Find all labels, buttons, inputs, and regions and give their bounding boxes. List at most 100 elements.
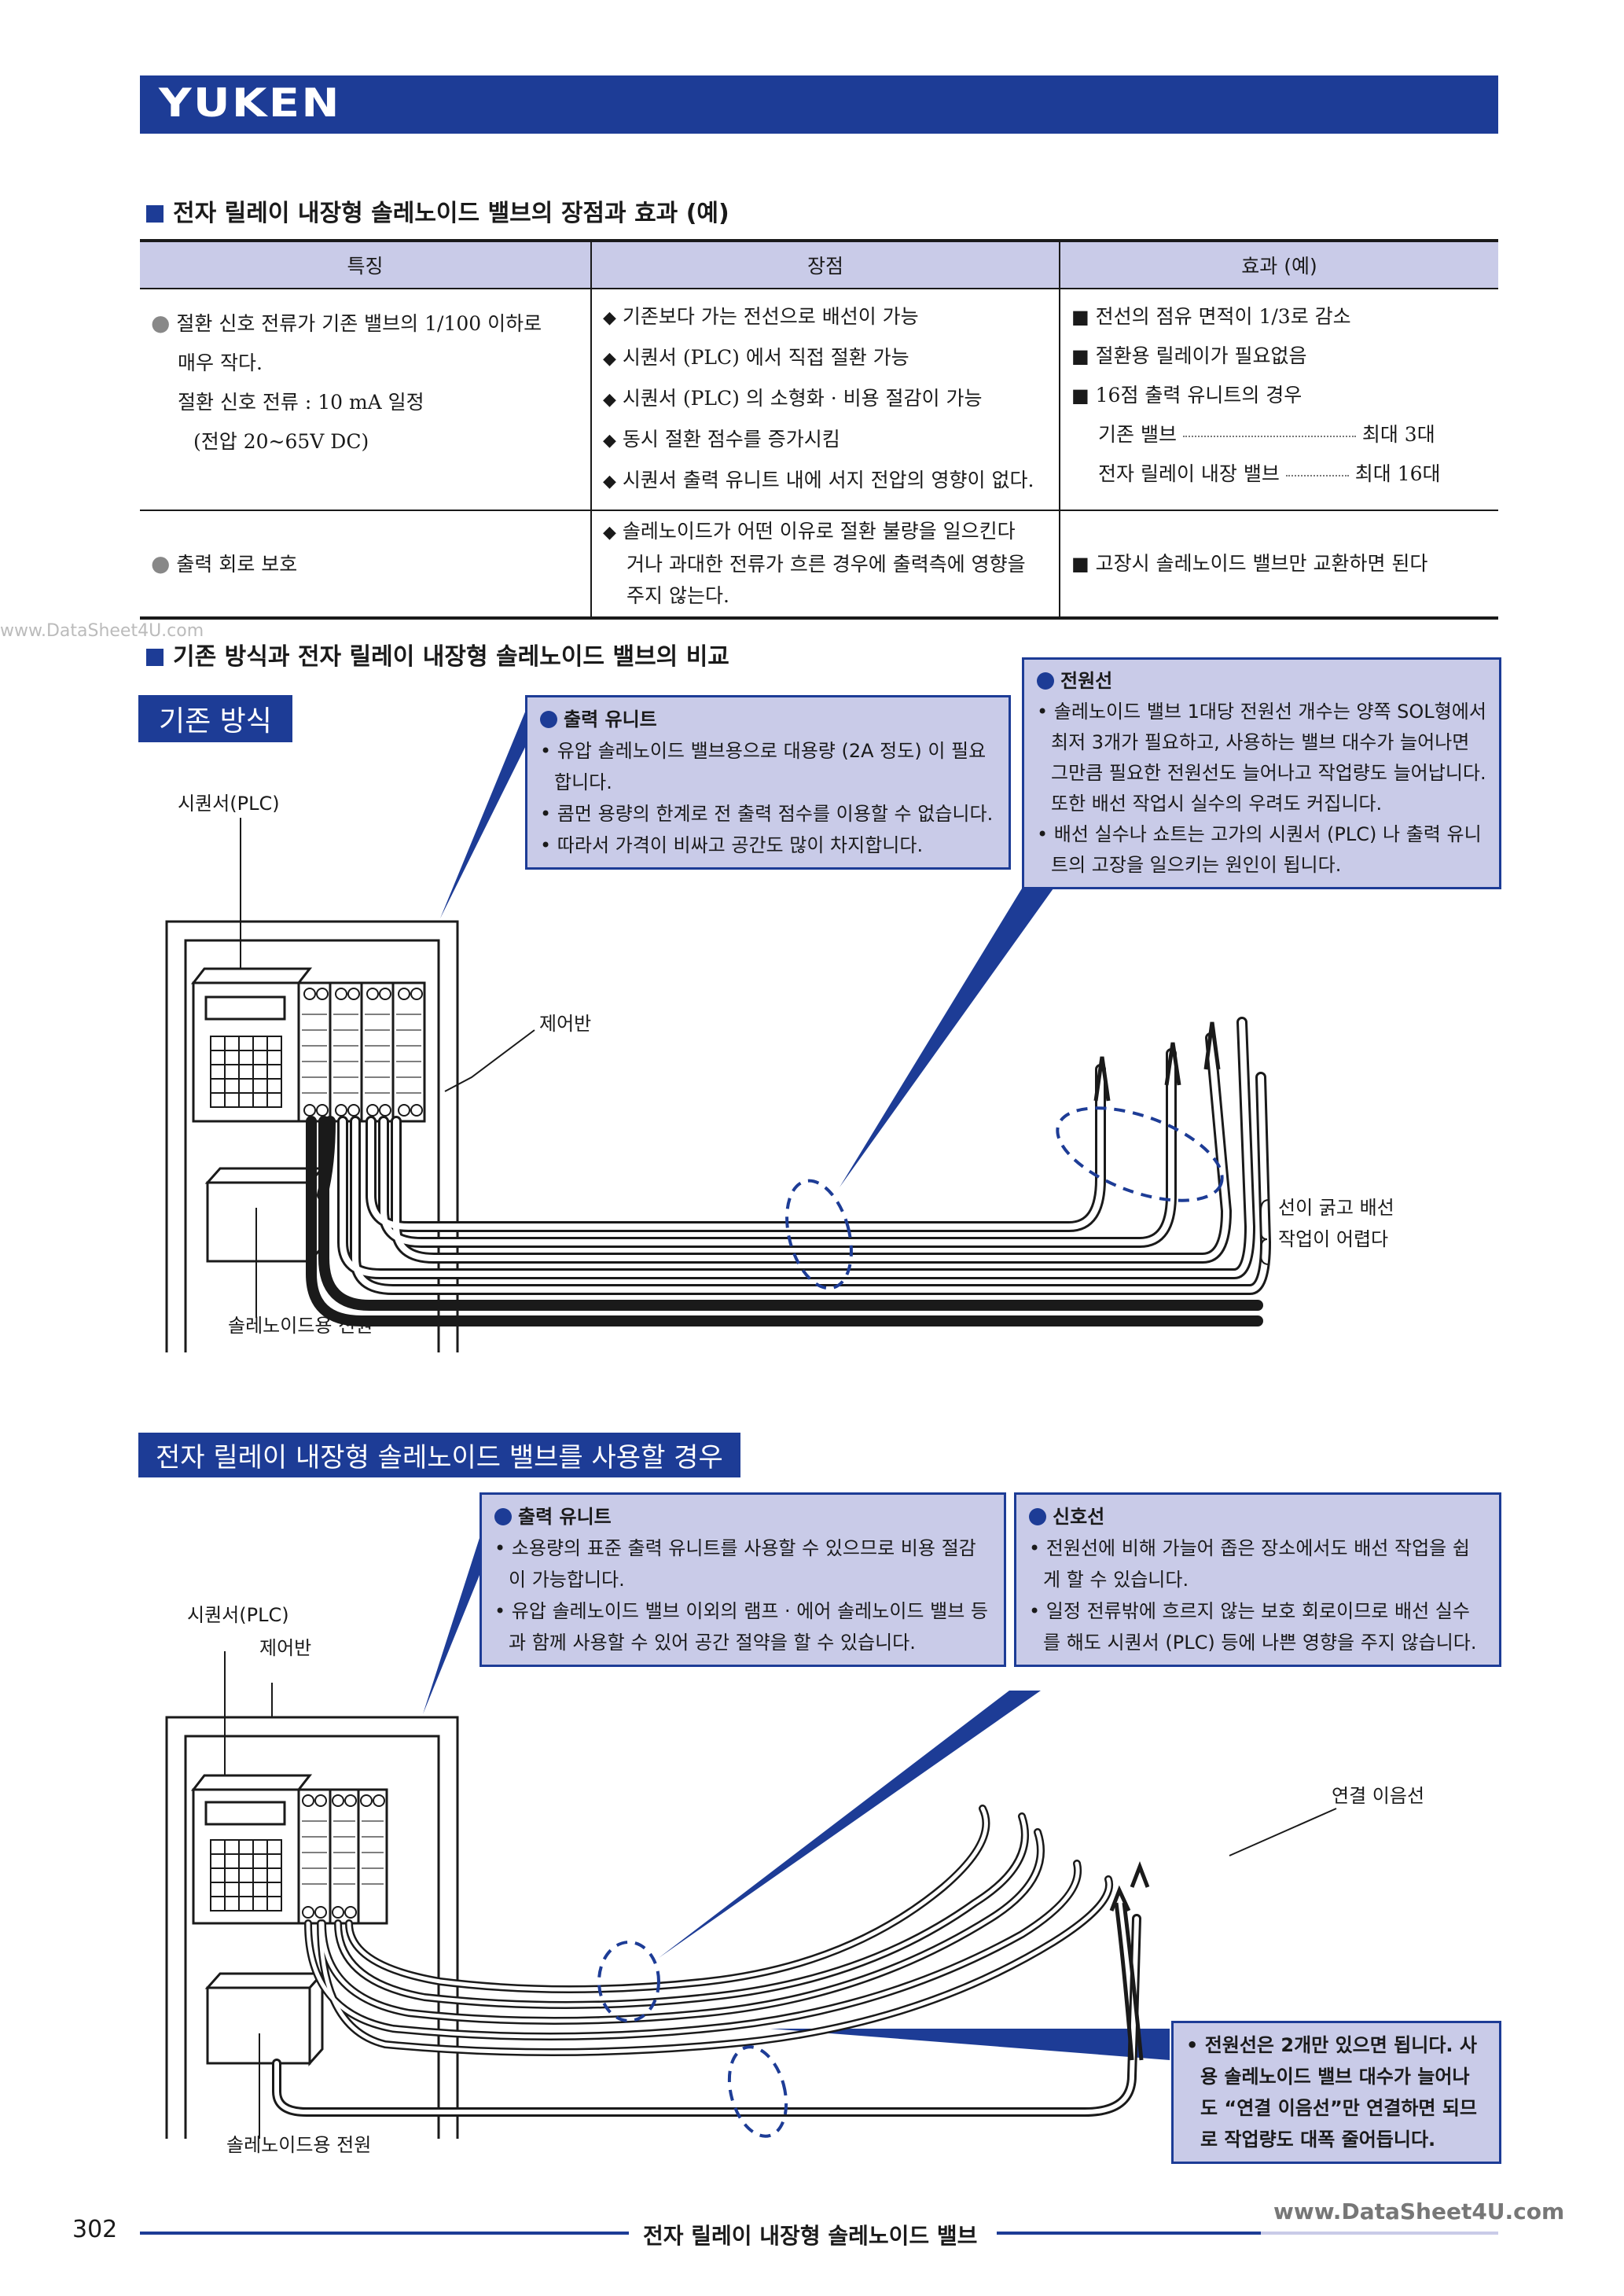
circle-bullet-icon	[494, 1508, 512, 1525]
diamond-bullet-icon: ◆	[603, 390, 616, 410]
feature-cell: ● 출력 회로 보호	[140, 510, 591, 620]
note-item: • 전원선은 2개만 있으면 됩니다. 사용 솔레노이드 밸브 대수가 늘어나도…	[1186, 2034, 1478, 2151]
table-row: ● 절환 신호 전류가 기존 밸브의 1/100 이하로 매우 작다. 절환 신…	[140, 289, 1498, 511]
output-unit-note: 출력 유니트 • 유압 솔레노이드 밸브용으로 대용량 (2A 정도) 이 필요…	[525, 695, 1011, 870]
diamond-bullet-icon: ◆	[603, 523, 616, 543]
advantage-text: 솔레노이드가 어떤 이유로 절환 불량을 일으킨다	[622, 520, 1016, 543]
advantage-cell: ◆ 기존보다 가는 전선으로 배선이 가능 ◆ 시퀀서 (PLC) 에서 직접 …	[590, 289, 1060, 511]
note-item: • 일정 전류밖에 흐르지 않는 보호 회로이므로 배선 실수를 해도 시퀀서 …	[1029, 1600, 1477, 1654]
effect-text: 16점 출력 유니트의 경우	[1095, 384, 1303, 407]
section-title-text: 전자 릴레이 내장형 솔레노이드 밸브의 장점과 효과 (예)	[173, 200, 729, 227]
power-line-note: • 전원선은 2개만 있으면 됩니다. 사용 솔레노이드 밸브 대수가 늘어나도…	[1171, 2021, 1501, 2164]
note-item: • 소용량의 표준 출력 유니트를 사용할 수 있으므로 비용 절감이 가능합니…	[494, 1537, 976, 1591]
section-title-advantages: 전자 릴레이 내장형 솔레노이드 밸브의 장점과 효과 (예)	[146, 193, 729, 228]
diamond-bullet-icon: ◆	[603, 431, 616, 451]
control-panel	[165, 920, 459, 1352]
circle-bullet-icon	[540, 711, 557, 728]
note-item: • 전원선에 비해 가늘어 좁은 장소에서도 배선 작업을 쉽게 할 수 있습니…	[1029, 1537, 1470, 1591]
psu-label: 솔레노이드용 전원	[228, 1315, 373, 1337]
circle-bullet-icon	[1029, 1508, 1046, 1525]
effect-text: 절환용 릴레이가 필요없음	[1095, 344, 1307, 367]
compare-label: 기존 밸브	[1098, 423, 1177, 446]
table-row: ● 출력 회로 보호 ◆ 솔레노이드가 어떤 이유로 절환 불량을 일으킨다 거…	[140, 510, 1498, 620]
note-title: 신호선	[1053, 1506, 1105, 1528]
advantage-text: 동시 절환 점수를 증가시킴	[622, 428, 840, 451]
circle-bullet-icon: ●	[151, 310, 171, 336]
advantage-text: 시퀀서 (PLC) 의 소형화 · 비용 절감이 가능	[622, 387, 983, 410]
plc-label: 시퀀서(PLC)	[187, 1604, 289, 1626]
panel-label: 제어반	[259, 1637, 312, 1659]
feature-text: 절환 신호 전류가 기존 밸브의 1/100 이하로	[176, 312, 542, 335]
plc-unit	[190, 1774, 388, 1925]
col-header-advantage: 장점	[590, 239, 1060, 289]
note-title: 전원선	[1060, 670, 1113, 692]
diamond-bullet-icon: ◆	[603, 472, 616, 491]
footer-title: 전자 릴레이 내장형 솔레노이드 밸브	[643, 2223, 978, 2249]
diamond-bullet-icon: ◆	[603, 349, 616, 369]
connector-label: 연결 이음선	[1332, 1785, 1425, 1807]
yuken-logo: YUKEN	[159, 80, 341, 126]
square-bullet-icon: ■	[1071, 306, 1089, 328]
output-note-pointer	[440, 697, 550, 918]
compare-value: 최대 3대	[1361, 423, 1435, 446]
feature-text: 매우 작다.	[178, 351, 263, 374]
power-note-pointer	[840, 889, 1053, 1187]
dotted-leader	[1285, 474, 1349, 476]
dashed-highlight	[1056, 1106, 1224, 1202]
square-bullet-icon: ■	[1071, 553, 1089, 575]
power-line-note: 전원선 • 솔레노이드 밸브 1대당 전원선 개수는 양쪽 SOL형에서 최저 …	[1022, 657, 1501, 889]
page-number: 302	[72, 2216, 118, 2243]
square-bullet-icon: ■	[1071, 345, 1089, 367]
col-header-effect: 효과 (예)	[1059, 239, 1498, 289]
effect-compare-row: 전자 릴레이 내장 밸브 최대 16대	[1071, 454, 1487, 494]
square-bullet-icon: ■	[1071, 385, 1089, 407]
section-title-text: 기존 방식과 전자 릴레이 내장형 솔레노이드 밸브의 비교	[173, 643, 729, 671]
feature-text: (전압 20~65V DC)	[193, 430, 369, 453]
panel-label: 제어반	[539, 1013, 592, 1035]
power-cable-bundle-inner	[340, 1019, 1269, 1293]
connector-wires	[1109, 1861, 1150, 2061]
effect-text: 전선의 점유 면적이 1/3로 감소	[1095, 305, 1351, 328]
col-header-feature: 특징	[140, 239, 591, 289]
output-unit-note: 출력 유니트 • 소용량의 표준 출력 유니트를 사용할 수 있으므로 비용 절…	[479, 1492, 1006, 1667]
effect-cell: ■ 전선의 점유 면적이 1/3로 감소 ■ 절환용 릴레이가 필요없음 ■ 1…	[1059, 289, 1498, 511]
advantage-text: 시퀀서 출력 유니트 내에 서지 전압의 영향이 없다.	[622, 469, 1034, 491]
note-title: 출력 유니트	[564, 708, 657, 730]
advantage-text: 기존보다 가는 전선으로 배선이 가능	[622, 305, 919, 328]
solenoid-power-supply	[204, 1970, 325, 2066]
circle-bullet-icon: ●	[151, 550, 171, 576]
circle-bullet-icon	[1037, 672, 1054, 690]
note-item: • 배선 실수나 쇼트는 고가의 시퀀서 (PLC) 나 출력 유니트의 고장을…	[1037, 823, 1482, 876]
diamond-bullet-icon: ◆	[603, 308, 616, 328]
footer-site: www.DataSheet4U.com	[1273, 2198, 1565, 2224]
wire-ends	[1093, 1021, 1221, 1102]
feature-cell: ● 절환 신호 전류가 기존 밸브의 1/100 이하로 매우 작다. 절환 신…	[140, 289, 591, 511]
thick-line-note-1: 선이 굵고 배선	[1278, 1197, 1394, 1219]
leader-lines	[240, 818, 1269, 1318]
effect-cell: ■ 고장시 솔레노이드 밸브만 교환하면 된다	[1059, 510, 1498, 620]
header-bar: YUKEN	[140, 75, 1498, 134]
feature-text: 절환 신호 전류 : 10 mA 일정	[178, 391, 424, 414]
dashed-highlight	[597, 1941, 660, 2022]
compare-value: 최대 16대	[1354, 462, 1441, 485]
advantage-text: 거나 과대한 전류가 흐른 경우에 출력측에 영향을	[626, 553, 1026, 576]
dashed-highlight	[785, 1179, 853, 1290]
signal-note-pointer	[659, 1691, 1041, 1958]
feature-text: 출력 회로 보호	[176, 552, 298, 576]
square-bullet-icon	[146, 649, 164, 666]
advantage-cell: ◆ 솔레노이드가 어떤 이유로 절환 불량을 일으킨다 거나 과대한 전류가 흐…	[590, 510, 1060, 620]
thick-line-note-2: 작업이 어렵다	[1278, 1228, 1389, 1250]
dotted-leader	[1182, 435, 1356, 437]
solenoid-power-supply	[204, 1165, 325, 1264]
effect-compare-row: 기존 밸브 최대 3대	[1071, 415, 1487, 454]
dashed-highlight	[727, 2045, 788, 2138]
advantage-text: 시퀀서 (PLC) 에서 직접 절환 가능	[622, 346, 909, 369]
square-bullet-icon	[146, 205, 164, 223]
diagram1-label: 기존 방식	[138, 695, 292, 742]
effect-text: 고장시 솔레노이드 밸브만 교환하면 된다	[1095, 552, 1428, 575]
control-panel	[165, 1716, 459, 2139]
compare-label: 전자 릴레이 내장 밸브	[1098, 462, 1280, 485]
note-item: • 솔레노이드 밸브 1대당 전원선 개수는 양쪽 SOL형에서 최저 3개가 …	[1037, 701, 1486, 815]
note-title: 출력 유니트	[518, 1506, 612, 1528]
